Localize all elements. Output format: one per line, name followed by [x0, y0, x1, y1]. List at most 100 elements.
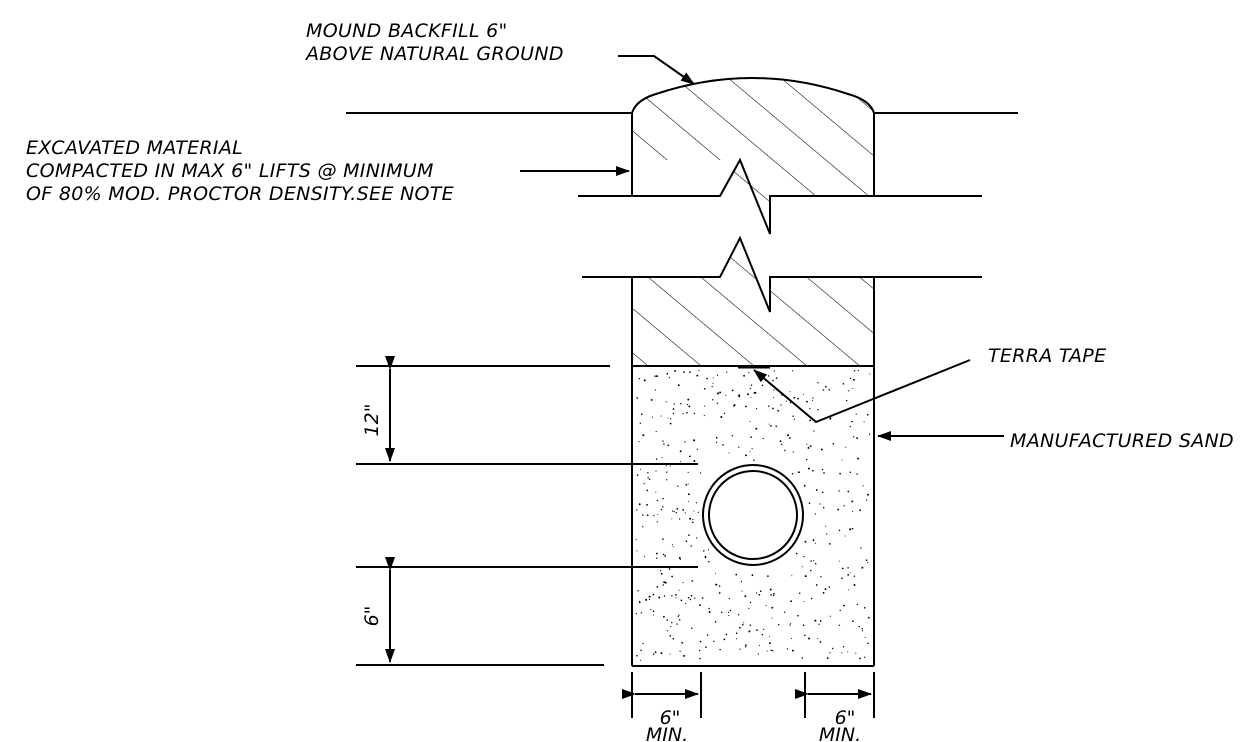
sand-dot — [638, 503, 641, 506]
sand-dot — [691, 580, 694, 582]
sand-dot — [685, 484, 688, 486]
sand-dot — [819, 641, 822, 643]
sand-dot — [768, 405, 770, 407]
sand-dot — [672, 408, 675, 410]
dim-6in-bedding-label: 6" — [361, 606, 383, 627]
sand-dot — [728, 452, 730, 454]
sand-dot — [867, 493, 869, 496]
sand-dot — [859, 657, 861, 660]
sand-dot — [639, 600, 641, 602]
sand-dot — [790, 600, 792, 603]
sand-dot — [814, 513, 817, 515]
sand-dot — [689, 598, 692, 601]
sand-dot — [777, 409, 780, 412]
dim-right-clearance-note: MIN. — [819, 724, 861, 742]
sand-dot — [857, 457, 860, 460]
sand-dot — [698, 369, 700, 372]
sand-dot — [768, 642, 771, 645]
sand-dot — [843, 604, 845, 607]
sand-dot — [656, 521, 658, 523]
sand-dot — [688, 534, 690, 536]
sand-dot — [749, 451, 751, 453]
sand-dot — [842, 382, 845, 385]
sand-dot — [666, 372, 669, 375]
sand-dot — [678, 589, 680, 591]
sand-dot — [738, 394, 741, 397]
sand-dot — [690, 594, 693, 597]
sand-dot — [643, 483, 645, 485]
sand-dot — [772, 407, 774, 410]
sand-dot — [865, 559, 868, 562]
sand-dot — [789, 623, 792, 625]
sand-dot — [663, 581, 666, 584]
sand-dot — [855, 652, 857, 654]
sand-dot — [720, 416, 723, 418]
sand-dot — [715, 572, 717, 574]
sand-dot — [797, 614, 799, 617]
sand-dot — [772, 594, 775, 597]
sand-dot — [847, 567, 849, 569]
sand-dot — [674, 369, 677, 372]
sand-dot — [731, 389, 734, 392]
sand-dot — [849, 471, 852, 473]
terra-tape-label: TERRA TAPE — [988, 345, 1106, 367]
sand-dot — [749, 420, 751, 423]
sand-dot — [699, 640, 702, 643]
sand-dot — [869, 373, 871, 375]
sand-dot — [676, 623, 678, 625]
sand-dot — [715, 441, 718, 444]
sand-dot — [697, 511, 699, 514]
sand-dot — [666, 630, 668, 632]
sand-dot — [765, 604, 767, 607]
sand-dot — [763, 374, 766, 376]
sand-dot — [867, 616, 870, 619]
sand-dot — [654, 375, 656, 377]
sand-dot — [662, 440, 664, 442]
upper-break-line — [578, 157, 982, 235]
sand-dot — [853, 369, 856, 372]
sand-dot — [771, 617, 773, 619]
sand-dot — [815, 542, 817, 544]
sand-dot — [749, 624, 751, 627]
sand-dot — [779, 440, 782, 443]
sand-dot — [766, 650, 768, 652]
sand-dot — [636, 550, 638, 552]
sand-dot — [675, 597, 677, 599]
sand-dot — [795, 552, 798, 555]
sand-dot — [665, 401, 667, 403]
sand-dot — [809, 419, 812, 422]
sand-dot — [783, 611, 786, 613]
sand-dot — [725, 394, 727, 396]
sand-dot — [841, 459, 843, 461]
sand-dot — [662, 497, 664, 500]
sand-dot — [703, 550, 705, 552]
sand-dot — [810, 560, 812, 562]
sand-dot — [753, 459, 755, 462]
sand-dot — [801, 657, 804, 659]
sand-dot — [755, 427, 758, 430]
manufactured-sand-stipple — [635, 369, 871, 661]
sand-dot — [668, 377, 671, 379]
sand-dot — [762, 437, 764, 440]
sand-dot — [664, 555, 667, 557]
sand-dot — [773, 370, 775, 372]
sand-dot — [793, 418, 796, 420]
sand-dot — [640, 468, 642, 470]
sand-dot — [849, 425, 851, 428]
sand-dot — [646, 514, 649, 517]
sand-dot — [652, 610, 655, 613]
sand-dot — [847, 490, 850, 493]
sand-dot — [744, 405, 747, 408]
sand-dot — [689, 371, 691, 373]
sand-dot — [742, 623, 744, 626]
sand-dot — [723, 412, 726, 415]
sand-dot — [708, 560, 710, 563]
sand-dot — [719, 391, 722, 394]
sand-dot — [680, 402, 682, 405]
sand-dot — [706, 634, 709, 636]
sand-dot — [682, 413, 684, 415]
sand-dot — [663, 595, 666, 597]
sand-dot — [838, 624, 841, 626]
sand-dot — [866, 413, 869, 416]
sand-dot — [638, 441, 640, 443]
